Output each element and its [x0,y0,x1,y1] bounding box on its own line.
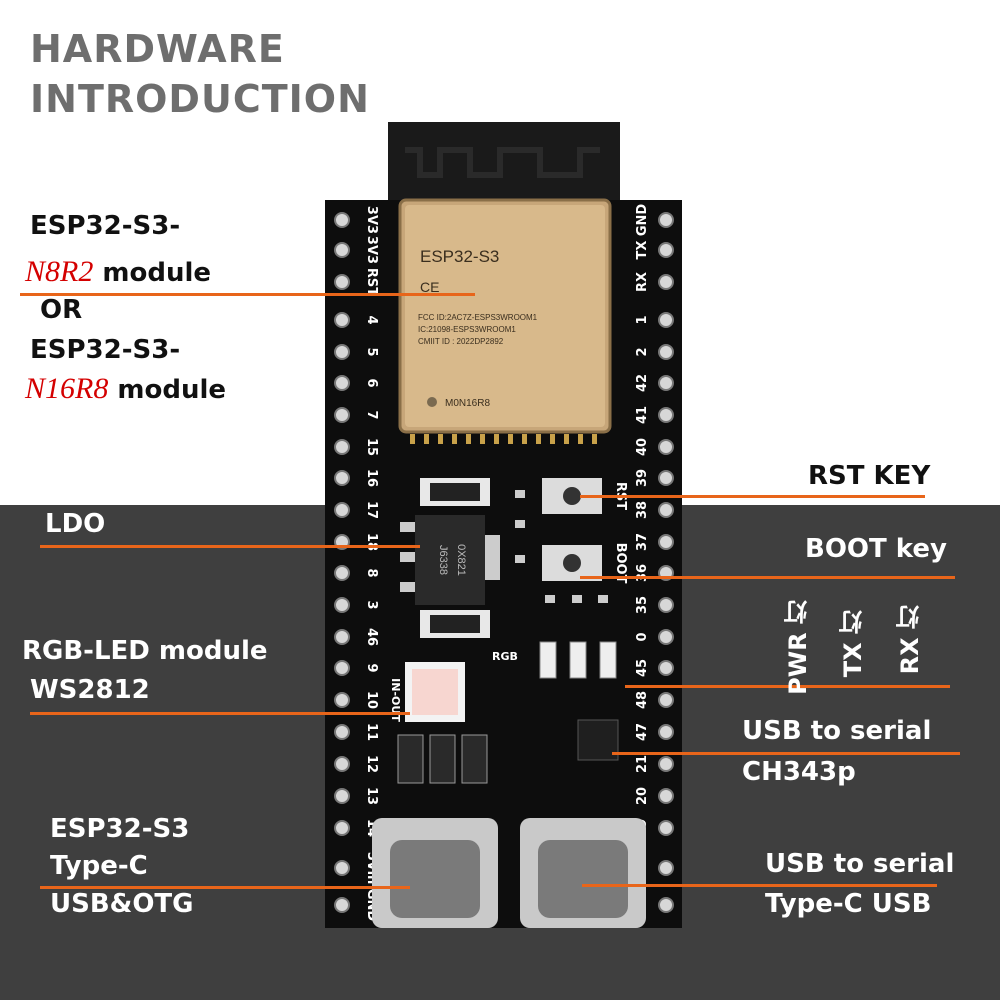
svg-text:38: 38 [635,501,650,519]
svg-text:FCC ID:2AC7Z-ESPS3WROOM1: FCC ID:2AC7Z-ESPS3WROOM1 [418,313,538,322]
module-a-variant: N8R2 [25,255,94,288]
left-pin-header [334,212,350,913]
svg-text:8: 8 [364,568,379,577]
leader-ldo [40,545,420,548]
ch343p-chip [577,719,619,761]
svg-text:12: 12 [364,755,379,773]
usb-serial-label-1: USB to serial [742,716,932,746]
svg-text:11: 11 [364,723,379,741]
svg-text:4: 4 [364,315,379,324]
leader-ch343p [612,752,960,755]
svg-text:CMIIT ID : 2022DP2892: CMIIT ID : 2022DP2892 [418,337,504,346]
leader-leds [625,685,950,688]
svg-text:J6338: J6338 [437,545,449,575]
svg-text:37: 37 [635,533,650,551]
svg-text:9: 9 [364,663,379,672]
svg-text:17: 17 [364,501,379,519]
svg-text:M0N16R8: M0N16R8 [445,398,490,409]
ldo-label: LDO [45,509,106,539]
svg-text:IN-OUT: IN-OUT [389,678,402,722]
module-a-suffix: module [102,258,212,288]
leader-boot [580,576,955,579]
typec-otg-label-2: Type-C [50,851,148,881]
svg-text:2: 2 [635,347,650,356]
leader-typec-otg [40,886,410,889]
svg-text:BOOT: BOOT [613,543,628,584]
or-label: OR [40,295,83,325]
svg-text:5: 5 [364,347,379,356]
svg-text:13: 13 [364,787,379,805]
svg-text:0X821: 0X821 [455,544,467,576]
svg-text:GND: GND [635,204,650,237]
svg-text:0: 0 [635,632,650,641]
svg-text:IC:21098-ESPS3WROOM1: IC:21098-ESPS3WROOM1 [418,325,516,334]
leader-rgb [30,712,410,715]
svg-text:20: 20 [635,787,650,805]
svg-text:46: 46 [364,628,379,646]
leader-typec-serial [582,884,937,887]
svg-text:36: 36 [635,564,650,582]
svg-text:RST: RST [364,268,379,296]
module-a-line: N8R2 module [25,255,211,290]
svg-text:39: 39 [635,469,650,487]
svg-text:47: 47 [635,723,650,741]
svg-text:45: 45 [635,659,650,677]
title-line-1: HARDWARE [30,27,285,71]
typec-serial-label-2: Type-C USB [765,889,932,919]
svg-text:42: 42 [635,374,650,392]
module-b-suffix: module [117,375,227,405]
svg-text:6: 6 [364,378,379,387]
svg-text:1: 1 [635,315,650,324]
ldo-chip [415,515,485,605]
svg-text:35: 35 [635,596,650,614]
svg-text:3V3: 3V3 [364,206,379,234]
typec-otg-label-3: USB&OTG [50,889,194,919]
svg-text:40: 40 [635,438,650,456]
svg-text:10: 10 [364,691,379,709]
svg-text:3: 3 [364,600,379,609]
pwr-led-label: PWR 灯 [784,600,812,695]
module-a-prefix: ESP32-S3- [30,211,181,241]
typec-serial-label-1: USB to serial [765,849,955,879]
svg-text:18: 18 [364,533,379,551]
module-b-variant: N16R8 [25,372,109,405]
rx-led-label: RX 灯 [896,605,924,675]
svg-text:21: 21 [635,755,650,773]
right-pin-header [658,212,674,913]
svg-text:RGB: RGB [492,650,518,663]
module-b-prefix: ESP32-S3- [30,335,181,365]
svg-text:48: 48 [635,691,650,709]
module-name-text: ESP32-S3 [420,247,499,266]
svg-text:CE: CE [420,279,439,295]
svg-text:RX: RX [635,272,650,292]
svg-text:TX: TX [635,241,650,260]
svg-text:15: 15 [364,438,379,456]
leader-rst [580,495,925,498]
svg-text:7: 7 [364,410,379,419]
typec-otg-label-1: ESP32-S3 [50,814,190,844]
svg-text:16: 16 [364,469,379,487]
rst-key-label: RST KEY [808,461,931,491]
tx-led-label: TX 灯 [839,610,867,678]
title-line-2: INTRODUCTION [30,77,370,121]
rgb-led-label-2: WS2812 [30,675,150,705]
boot-key-label: BOOT key [805,534,947,564]
svg-text:41: 41 [635,406,650,424]
leader-module [20,293,475,296]
svg-text:3V3: 3V3 [364,236,379,264]
module-b-line: N16R8 module [25,372,226,407]
rgb-led-label-1: RGB-LED module [22,636,268,666]
usb-serial-label-2: CH343p [742,757,856,787]
